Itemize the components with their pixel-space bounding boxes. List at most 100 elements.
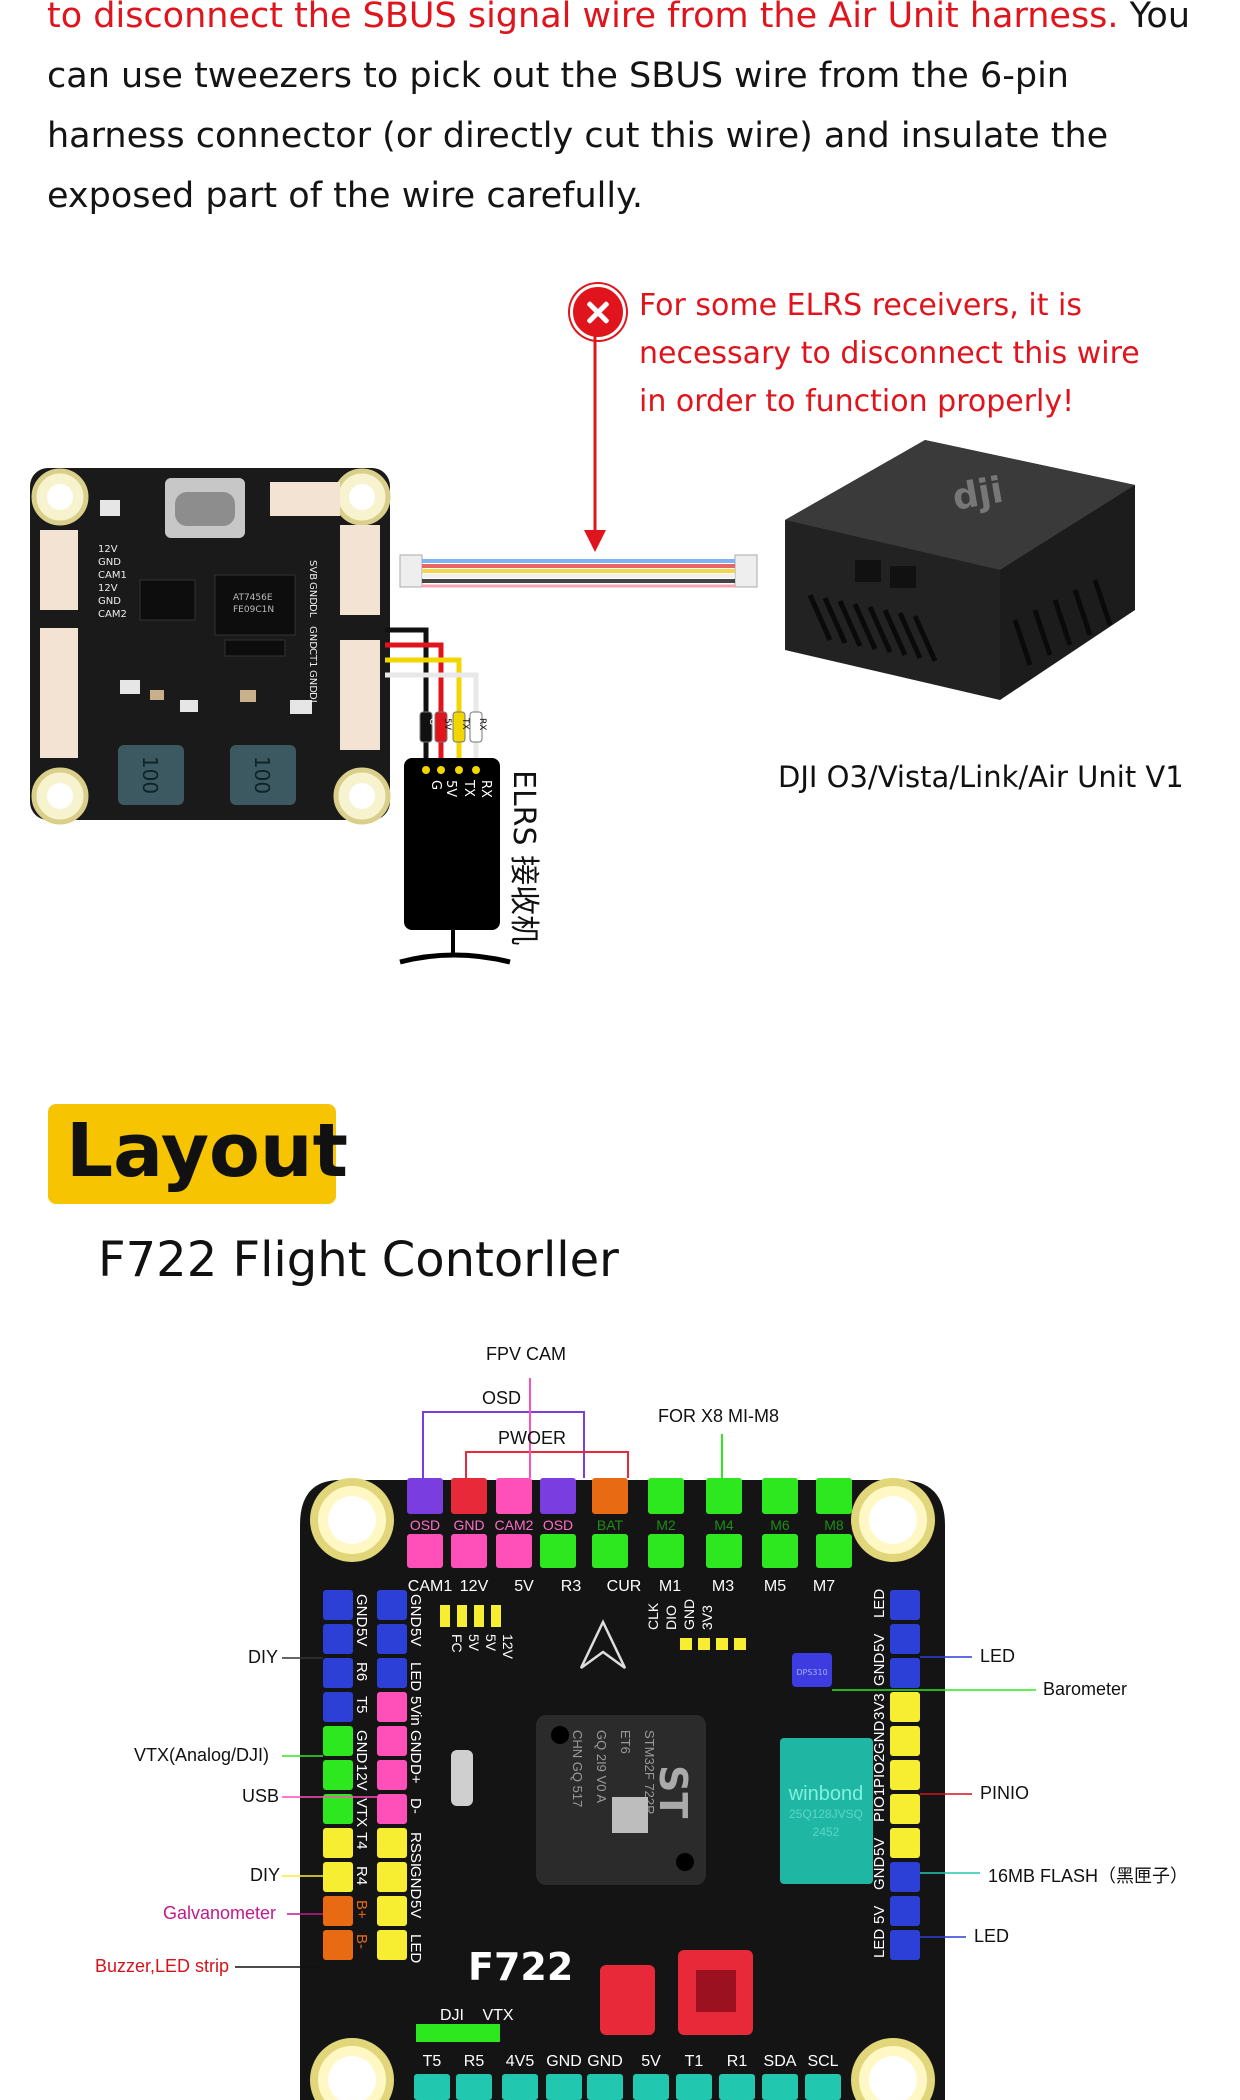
top-pad-lower bbox=[762, 1534, 798, 1568]
top-pad bbox=[540, 1478, 576, 1514]
intro-paragraph: to disconnect the SBUS signal wire from … bbox=[47, 0, 1217, 226]
receiver-pin-label: 5V bbox=[443, 780, 458, 797]
bottom-pad-label: GND bbox=[546, 2053, 582, 2070]
left-inner-pad bbox=[377, 1862, 407, 1892]
left-inner-pad bbox=[377, 1624, 407, 1654]
warning-text: For some ELRS receivers, it is necessary… bbox=[639, 288, 1140, 419]
top-pad-label: GND bbox=[453, 1517, 484, 1533]
air-unit-label: DJI O3/Vista/Link/Air Unit V1 bbox=[778, 760, 1184, 794]
pinio-callout: PINIO bbox=[980, 1783, 1030, 1803]
top-pad bbox=[407, 1478, 443, 1514]
flash-text: 2452 bbox=[813, 1825, 840, 1839]
fpv-cam-callout: FPV CAM bbox=[486, 1344, 567, 1364]
bottom-pad bbox=[546, 2074, 582, 2100]
left-pad-label: 5V bbox=[353, 1628, 370, 1646]
top-pad bbox=[451, 1478, 487, 1514]
i2c-pad-label: 3V3 bbox=[699, 1605, 715, 1630]
top-pad bbox=[592, 1478, 628, 1514]
right-pad bbox=[890, 1828, 920, 1858]
arrow-logo bbox=[579, 1619, 627, 1670]
right-pad-label: 5V bbox=[871, 1634, 888, 1652]
left-pad bbox=[323, 1658, 353, 1688]
left-pad bbox=[323, 1896, 353, 1926]
right-pad bbox=[890, 1896, 920, 1926]
right-pad-label: PIO1 bbox=[871, 1788, 888, 1822]
top-pad-lower bbox=[496, 1534, 532, 1568]
inner-pad-label: 12V bbox=[500, 1634, 516, 1660]
i2c-pad-label: DIO bbox=[663, 1605, 679, 1630]
dji-logo: dji bbox=[949, 470, 1006, 519]
top-pad-label: M6 bbox=[770, 1517, 790, 1533]
left-inner-pad-label: GND bbox=[407, 1594, 424, 1628]
bottom-pad-label: R1 bbox=[727, 2053, 748, 2070]
left-inner-pad bbox=[377, 1896, 407, 1926]
left-inner-pad bbox=[377, 1590, 407, 1620]
intro-red-text: to disconnect the SBUS signal wire from … bbox=[47, 0, 1119, 36]
m1-m8-callout: FOR X8 MI-M8 bbox=[658, 1406, 780, 1426]
board-left-label: 12V bbox=[98, 544, 118, 555]
inner-pad-label: 5V bbox=[483, 1634, 499, 1652]
mcu-text: ET6 bbox=[618, 1730, 633, 1754]
left-pad-label: R4 bbox=[353, 1866, 370, 1885]
galvanometer-callout: Galvanometer bbox=[163, 1903, 277, 1923]
top-pad-label: OSD bbox=[543, 1517, 573, 1533]
left-inner-pad-label: GND bbox=[407, 1866, 424, 1900]
board-right-label: GND bbox=[307, 626, 318, 649]
right-pad bbox=[890, 1624, 920, 1654]
flash-text: 25Q128JVSQ bbox=[789, 1807, 863, 1821]
top-pad-lower bbox=[706, 1534, 742, 1568]
i2c-pad-label: GND bbox=[681, 1599, 697, 1630]
left-pad bbox=[323, 1930, 353, 1960]
top-pad-lower bbox=[592, 1534, 628, 1568]
wire-tag: 5V bbox=[442, 718, 452, 731]
top-pad-lower-label: M7 bbox=[813, 1578, 835, 1595]
board-right-label: GND bbox=[307, 670, 318, 693]
led2-callout: LED bbox=[974, 1926, 1010, 1946]
board-left-label: CAM2 bbox=[98, 609, 127, 620]
right-pad bbox=[890, 1692, 920, 1722]
top-pad-lower-label: M3 bbox=[712, 1578, 734, 1595]
right-pad bbox=[890, 1760, 920, 1790]
wire-tag: TX bbox=[460, 717, 470, 730]
left-inner-pad bbox=[377, 1658, 407, 1688]
bottom-pad-label: T5 bbox=[423, 2053, 442, 2070]
gyro-chip bbox=[600, 1965, 655, 2035]
board-name: F722 bbox=[468, 1945, 573, 1989]
left-inner-pad bbox=[377, 1726, 407, 1756]
left-pad-label: 12V bbox=[353, 1764, 370, 1791]
left-inner-pad-label: LED bbox=[407, 1934, 424, 1963]
left-inner-pad-label: RSSI bbox=[407, 1832, 424, 1867]
bottom-pad bbox=[762, 2074, 798, 2100]
x-circle-icon bbox=[570, 284, 626, 340]
fc-board-photo: AT7456E FE09C1N 100 100 12VGNDCAM112VGND… bbox=[30, 468, 391, 825]
bottom-pad-label: T1 bbox=[685, 2053, 704, 2070]
left-pad bbox=[323, 1624, 353, 1654]
right-pad bbox=[890, 1862, 920, 1892]
board-left-label: CAM1 bbox=[98, 570, 127, 581]
power-bracket bbox=[465, 1451, 629, 1478]
inner-pad-label: 5V bbox=[466, 1634, 482, 1652]
inner-pad-label: FC bbox=[449, 1634, 465, 1653]
board-right-label: GND bbox=[307, 582, 318, 605]
board-right-label: DL bbox=[307, 604, 318, 618]
top-pad-label: CAM2 bbox=[495, 1517, 534, 1533]
top-pad-lower-label: M5 bbox=[764, 1578, 786, 1595]
left-inner-pad-label: LED bbox=[407, 1662, 424, 1691]
wiring-diagram: AT7456E FE09C1N 100 100 12VGNDCAM112VGND… bbox=[30, 334, 1135, 965]
flash-callout: 16MB FLASH（黑匣子） bbox=[988, 1866, 1189, 1886]
barometer-chip: DPS310 bbox=[792, 1653, 832, 1687]
layout-badge-text: Layout bbox=[66, 1108, 348, 1194]
top-pad-lower-label: 12V bbox=[460, 1578, 489, 1595]
chip-label: FE09C1N bbox=[233, 605, 274, 615]
top-pad-lower bbox=[816, 1534, 852, 1568]
top-pad-lower bbox=[407, 1534, 443, 1568]
left-pad-label: GND bbox=[353, 1594, 370, 1628]
warning-arrow-head bbox=[584, 530, 606, 552]
right-pad bbox=[890, 1794, 920, 1824]
board-left-label: 12V bbox=[98, 583, 118, 594]
top-pad-label: BAT bbox=[597, 1517, 624, 1533]
right-pad-label: PIO2 bbox=[871, 1754, 888, 1788]
